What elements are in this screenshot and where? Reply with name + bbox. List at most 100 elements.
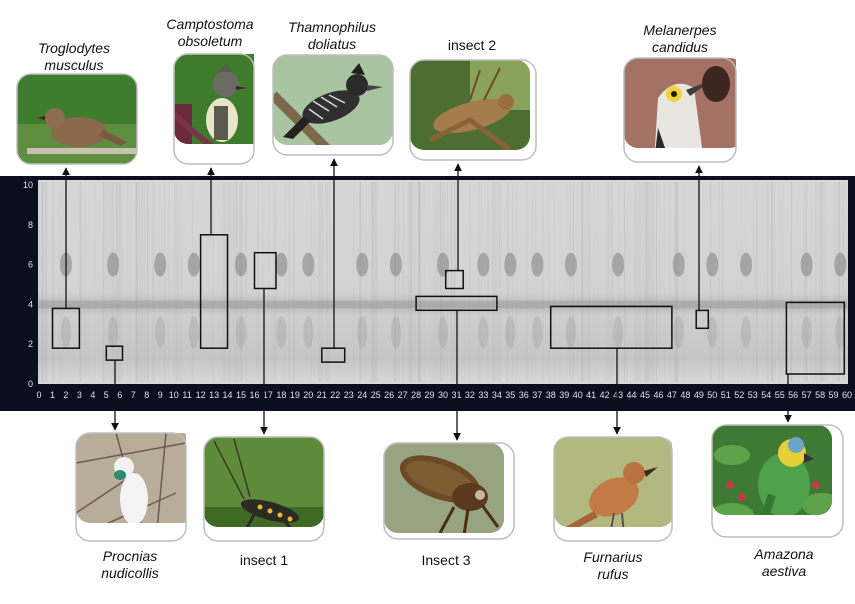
- x-tick-label: 2: [63, 390, 68, 400]
- x-tick-label: 4: [90, 390, 95, 400]
- x-tick-label: 29: [424, 390, 434, 400]
- x-tick-label: 42: [600, 390, 610, 400]
- bellbird-photo: [75, 432, 187, 542]
- antshrike-photo: [272, 54, 394, 156]
- box-insect1: [253, 251, 277, 290]
- x-tick-label: 8: [144, 390, 149, 400]
- y-axis: 0 2 4 6 8 10: [23, 180, 33, 389]
- x-tick-label: 24: [357, 390, 367, 400]
- x-tick-label: 20: [303, 390, 313, 400]
- x-tick-label: 16: [249, 390, 259, 400]
- label-insect-1: insect 1: [240, 552, 288, 568]
- y-tick-label: 6: [28, 260, 33, 270]
- x-tick-label: 55: [775, 390, 785, 400]
- x-tick-label: 40: [573, 390, 583, 400]
- x-tick-label: 5: [104, 390, 109, 400]
- label-insect-3: Insect 3: [421, 552, 470, 568]
- x-tick-label: 15: [236, 390, 246, 400]
- x-tick-label: 50: [707, 390, 717, 400]
- x-tick-label: 45: [640, 390, 650, 400]
- x-tick-label: 12: [196, 390, 206, 400]
- y-tick-label: 0: [28, 379, 33, 389]
- x-tick-label: 60: [842, 390, 852, 400]
- x-tick-label: 14: [222, 390, 232, 400]
- x-tick-label: 23: [344, 390, 354, 400]
- x-tick-label: 33: [478, 390, 488, 400]
- x-tick-label: 52: [734, 390, 744, 400]
- wren-photo: [16, 73, 138, 165]
- x-tick-label: 18: [276, 390, 286, 400]
- x-tick-label: 30: [438, 390, 448, 400]
- x-tick-label: 46: [653, 390, 663, 400]
- box-insect2: [444, 269, 464, 290]
- spectrogram-texture: [39, 182, 847, 382]
- x-tick-label: 57: [802, 390, 812, 400]
- x-tick-label: 17: [263, 390, 273, 400]
- x-tick-label: 56: [788, 390, 798, 400]
- x-tick-label: 51: [721, 390, 731, 400]
- parrot-photo: [711, 424, 844, 538]
- x-tick-label: 25: [371, 390, 381, 400]
- x-tick-label: 37: [532, 390, 542, 400]
- hornero-photo: [553, 436, 673, 542]
- box-thamnophilus: [321, 347, 346, 363]
- annotation-arrows: [62, 158, 792, 441]
- spectrogram: [38, 180, 848, 384]
- x-tick-label: 13: [209, 390, 219, 400]
- y-tick-label: 2: [28, 339, 33, 349]
- x-tick-label: 6: [117, 390, 122, 400]
- x-tick-label: 21: [317, 390, 327, 400]
- x-tick-label: 28: [411, 390, 421, 400]
- x-tick-label: 36: [519, 390, 529, 400]
- box-furnarius: [549, 305, 673, 349]
- label-insect-2: insect 2: [448, 37, 496, 53]
- cicada-photo: [383, 442, 515, 540]
- grasshopper-photo: [409, 59, 537, 161]
- x-tick-label: 19: [290, 390, 300, 400]
- x-tick-label: 44: [626, 390, 636, 400]
- y-tick-label: 10: [23, 180, 33, 190]
- x-tick-label: 34: [492, 390, 502, 400]
- x-tick-label: 9: [158, 390, 163, 400]
- x-tick-label: 10: [169, 390, 179, 400]
- x-tick-label: 35: [505, 390, 515, 400]
- x-tick-label: 54: [761, 390, 771, 400]
- box-amazona: [785, 301, 846, 375]
- x-tick-label: 27: [398, 390, 408, 400]
- x-tick-label: 11: [182, 390, 191, 400]
- x-tick-label: 39: [559, 390, 569, 400]
- x-tick-label: 7: [131, 390, 136, 400]
- cricket-photo: [203, 436, 325, 542]
- x-tick-label: 41: [586, 390, 596, 400]
- x-tick-label: 43: [613, 390, 623, 400]
- x-tick-label: 47: [667, 390, 677, 400]
- x-tick-label: 26: [384, 390, 394, 400]
- x-tick-label: 3: [77, 390, 82, 400]
- box-melanerpes: [695, 309, 710, 330]
- x-tick-label: 58: [815, 390, 825, 400]
- x-tick-label: 49: [694, 390, 704, 400]
- x-tick-label: 22: [330, 390, 340, 400]
- x-tick-label: 48: [680, 390, 690, 400]
- x-tick-label: 0: [36, 390, 41, 400]
- x-tick-label: 59: [828, 390, 838, 400]
- x-tick-label: 32: [465, 390, 475, 400]
- x-tick-label: 1: [50, 390, 55, 400]
- y-tick-label: 8: [28, 220, 33, 230]
- y-tick-label: 4: [28, 299, 33, 309]
- x-tick-label: 38: [546, 390, 556, 400]
- woodpecker-photo: [623, 57, 737, 163]
- tyrannulet-photo: [173, 53, 255, 165]
- x-tick-label: 53: [748, 390, 758, 400]
- box-insect3: [415, 295, 498, 312]
- box-camptostoma: [199, 234, 229, 349]
